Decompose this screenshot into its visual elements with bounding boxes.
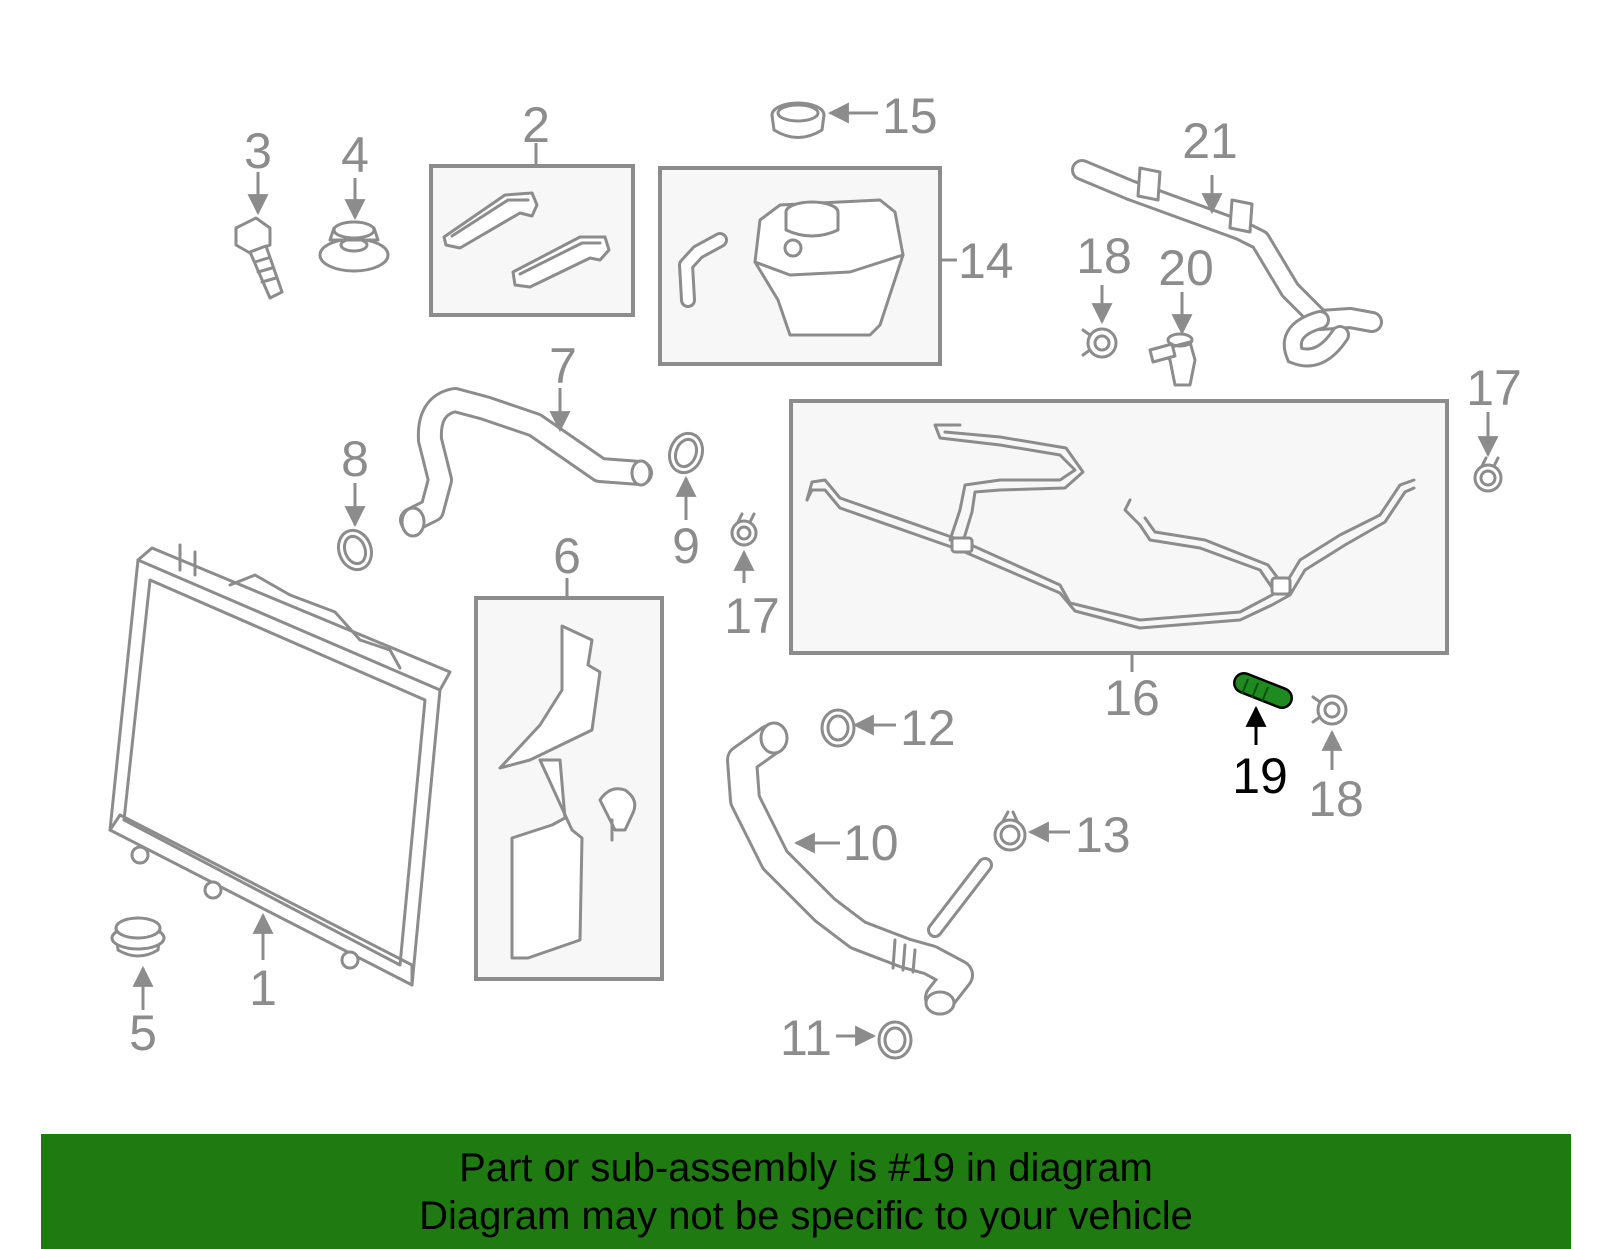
pipe-assembly-drawing bbox=[805, 423, 1416, 630]
bracket-set-drawing bbox=[442, 191, 611, 289]
hose-clip-drawing bbox=[730, 512, 758, 547]
callout-11: 11 bbox=[780, 1010, 832, 1066]
callout-21: 21 bbox=[1182, 113, 1238, 169]
hose-clip-drawing bbox=[1081, 327, 1118, 359]
callout-13: 13 bbox=[1075, 807, 1131, 863]
callout-4: 4 bbox=[341, 127, 369, 183]
callout-17a: 17 bbox=[724, 588, 780, 644]
callout-9: 9 bbox=[672, 518, 700, 574]
hose-clip-drawing bbox=[1311, 694, 1348, 726]
hose-clamp-drawing bbox=[877, 1020, 913, 1060]
callout-20: 20 bbox=[1158, 240, 1214, 296]
callout-16: 16 bbox=[1104, 670, 1160, 726]
callout-18a: 18 bbox=[1076, 228, 1132, 284]
water-pipe-drawing bbox=[1071, 159, 1383, 368]
hose-fitting-drawing bbox=[1148, 332, 1197, 387]
grommet-drawing bbox=[318, 220, 390, 273]
callout-7: 7 bbox=[549, 338, 577, 394]
air-guide-drawing bbox=[498, 624, 637, 960]
hose-clamp-drawing bbox=[993, 810, 1027, 852]
upper-hose-drawing bbox=[399, 387, 653, 538]
bolt-drawing bbox=[234, 216, 284, 300]
box-part-16 bbox=[789, 399, 1449, 655]
callout-5: 5 bbox=[129, 1005, 157, 1061]
mount-bushing-drawing bbox=[110, 916, 166, 958]
banner-part-line: Part or sub-assembly is #19 in diagram bbox=[459, 1146, 1153, 1190]
reservoir-tank-drawing bbox=[678, 198, 905, 337]
callout-12: 12 bbox=[900, 700, 956, 756]
callout-6: 6 bbox=[553, 528, 581, 584]
callout-1: 1 bbox=[249, 960, 277, 1016]
reservoir-cap-drawing bbox=[770, 101, 826, 139]
hose-clip-drawing bbox=[1473, 456, 1503, 493]
info-banner: Part or sub-assembly is #19 in diagram D… bbox=[41, 1134, 1571, 1249]
callout-8: 8 bbox=[341, 431, 369, 487]
hose-clamp-drawing bbox=[667, 431, 705, 475]
callout-10: 10 bbox=[843, 815, 899, 871]
radiator-drawing bbox=[108, 543, 452, 987]
callout-2: 2 bbox=[522, 97, 550, 153]
callout-3: 3 bbox=[244, 123, 272, 179]
banner-disclaimer-line: Diagram may not be specific to your vehi… bbox=[419, 1194, 1193, 1238]
lower-hose-drawing bbox=[726, 721, 993, 1016]
callout-14: 14 bbox=[958, 233, 1014, 289]
callout-17b: 17 bbox=[1466, 360, 1522, 416]
highlighted-connector-part-19 bbox=[1233, 672, 1293, 709]
callout-19: 19 bbox=[1232, 748, 1288, 804]
hose-clamp-drawing bbox=[336, 528, 374, 572]
callout-18b: 18 bbox=[1308, 771, 1364, 827]
hose-clamp-drawing bbox=[820, 708, 856, 748]
callout-15: 15 bbox=[882, 88, 938, 144]
